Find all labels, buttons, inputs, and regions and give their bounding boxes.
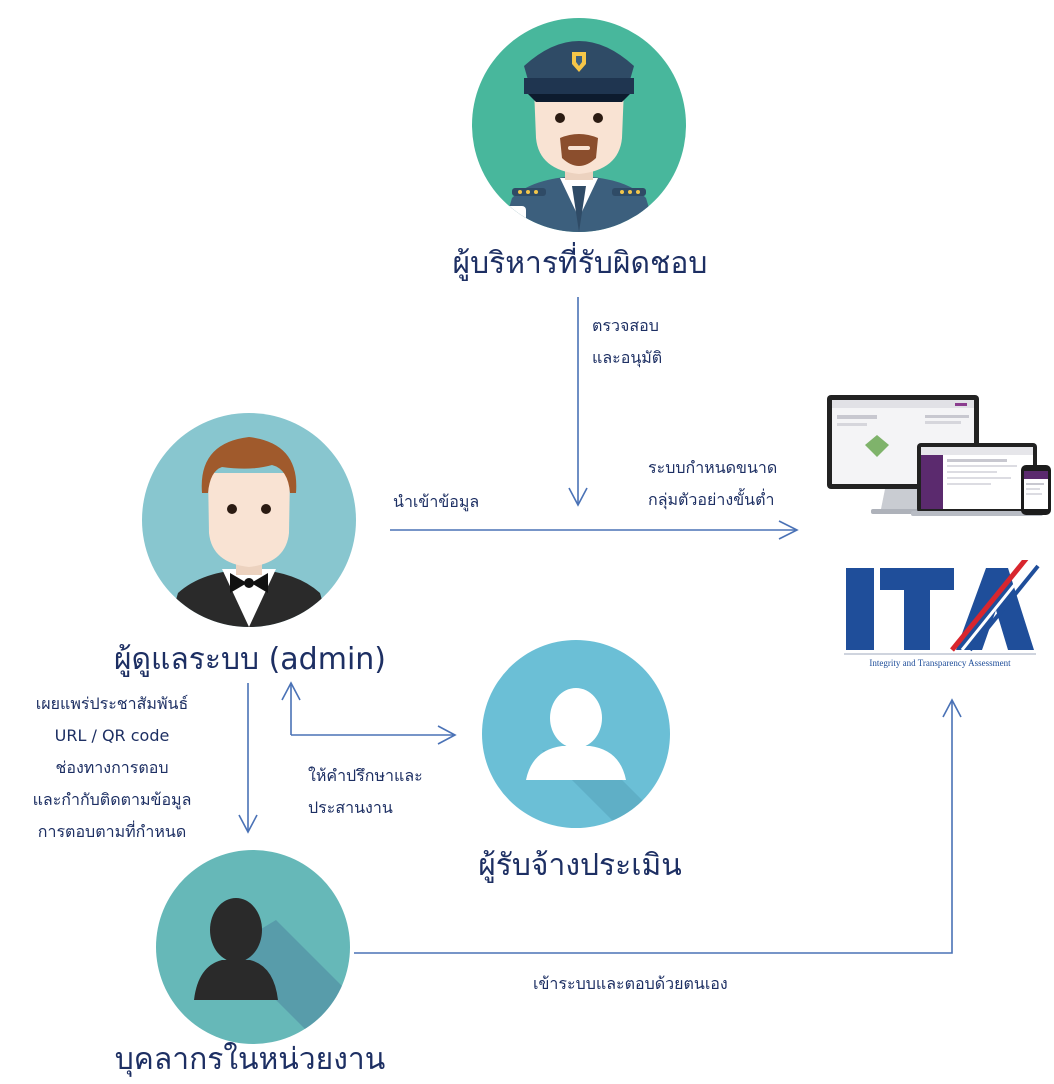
self-answer-annotation: เข้าระบบและตอบด้วยตนเอง — [533, 974, 728, 993]
review-arrowhead — [568, 487, 588, 507]
admin-avatar — [142, 413, 356, 631]
publicize-line3: ช่องทางการตอบ — [55, 758, 169, 777]
advise-annotation: ให้คำปรึกษาและ ประสานงาน — [308, 760, 423, 824]
import-annotation: นำเข้าข้อมูล — [393, 492, 480, 511]
system-line1: ระบบกำหนดขนาด — [648, 458, 778, 477]
devices-mockup-image — [825, 393, 1054, 521]
publicize-line5: การตอบตามที่กำหนด — [37, 822, 187, 841]
ita-logo-subtitle: Integrity and Transparency Assessment — [869, 658, 1011, 668]
advise-right-arrowhead — [437, 725, 457, 745]
review-line2: และอนุมัติ — [592, 348, 663, 367]
review-annotation: ตรวจสอบ และอนุมัติ — [592, 310, 662, 374]
publicize-line2: URL / QR code — [54, 726, 170, 745]
self-answer-arrowhead — [942, 698, 962, 718]
import-arrowhead — [778, 520, 799, 540]
system-line2: กลุ่มตัวอย่างขั้นต่ำ — [648, 490, 775, 509]
staff-avatar — [156, 850, 350, 1048]
publicize-annotation: เผยแพร่ประชาสัมพันธ์ URL / QR code ช่องท… — [0, 688, 224, 848]
advise-line2: ประสานงาน — [308, 798, 393, 817]
self-answer-line — [354, 700, 953, 954]
system-annotation: ระบบกำหนดขนาด กลุ่มตัวอย่างขั้นต่ำ — [648, 452, 777, 516]
consultant-label: ผู้รับจ้างประเมิน — [478, 848, 682, 883]
consultant-avatar — [482, 640, 670, 832]
ita-logo: Integrity and Transparency Assessment — [840, 552, 1040, 676]
advise-line1: ให้คำปรึกษาและ — [308, 766, 423, 785]
publicize-line4: และกำกับติดตามข้อมูล — [32, 790, 192, 809]
review-line1: ตรวจสอบ — [592, 316, 659, 335]
staff-label: บุคลากรในหน่วยงาน — [114, 1042, 386, 1077]
executive-label: ผู้บริหารที่รับผิดชอบ — [452, 246, 708, 281]
executive-avatar — [472, 18, 686, 236]
publicize-arrowhead — [238, 814, 258, 834]
advise-up-arrowhead — [281, 681, 301, 701]
admin-label: ผู้ดูแลระบบ (admin) — [113, 642, 387, 677]
publicize-line1: เผยแพร่ประชาสัมพันธ์ — [35, 694, 189, 713]
